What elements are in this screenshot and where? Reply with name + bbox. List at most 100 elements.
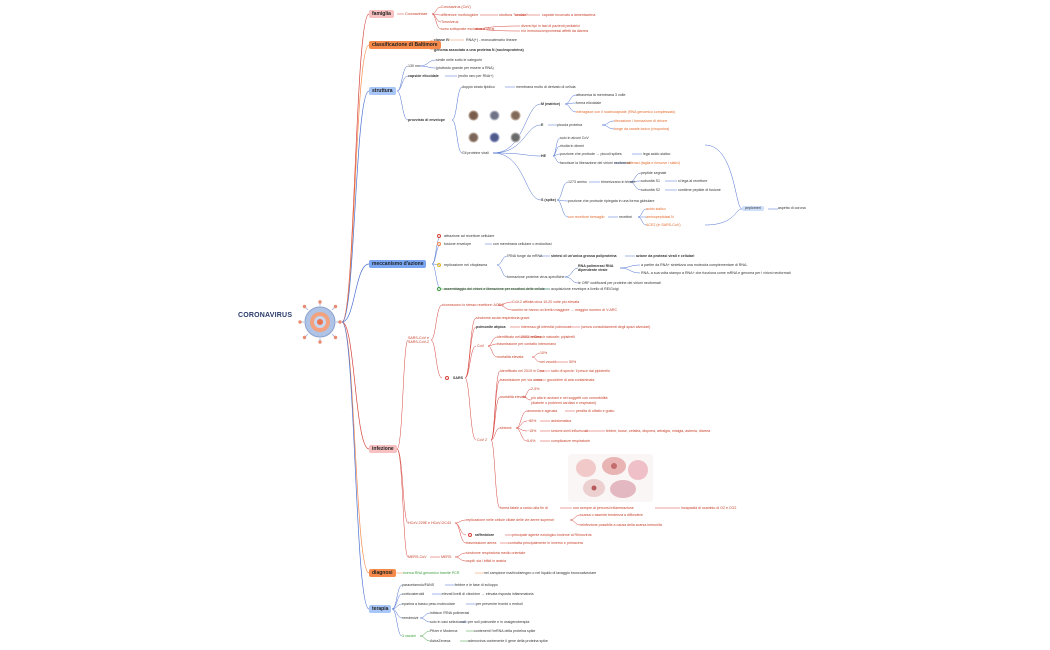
virion-thumbnail [468, 132, 479, 143]
branch-terapia[interactable]: terapia [369, 605, 392, 613]
node-toro-a: sono sottoposte esclusiva a Virus [441, 27, 495, 31]
node-HE: HE [541, 154, 546, 158]
node-E3: funge da canale ionico (viroporina) [614, 127, 670, 131]
node-m4: assemblaggio dei virioni e liberazione p… [444, 287, 545, 291]
step-icon [437, 242, 441, 246]
node-E2: rilevazione / formazione di virione [614, 119, 668, 123]
root-title: CORONAVIRUS [238, 312, 293, 319]
node-c24: sintomi [500, 426, 512, 430]
node-sars-c1: sindrome acuta respiratoria grave [476, 316, 530, 320]
node-S1c1: contiene peptide di fusione [678, 188, 721, 192]
step-icon [437, 287, 441, 291]
node-S3d: ACE2 (in SARS-CoV) [646, 223, 681, 227]
node-S1b: subunità S1 [641, 179, 660, 183]
node-c21a: salto di specie: il pesce dal pipistrell… [551, 369, 610, 373]
node-morph-b: capside incurvato a lamentaceina [542, 13, 596, 17]
node-S1: 1273 amino [568, 180, 587, 184]
node-c23c: (diabete o problemi cardiaci e respirato… [531, 401, 597, 405]
node-m3b1b: RNA- a sua volta stampo a RNA+ che funzi… [641, 271, 791, 275]
branch-famiglia[interactable]: famiglia [369, 10, 394, 18]
node-t2a: elevati livelli di citochine → elevata r… [442, 592, 534, 596]
node-mers: MERS-CoV [408, 555, 427, 559]
node-c24a1: perdita di olfatto e gusto [576, 409, 615, 413]
virion-thumbnail [510, 132, 521, 143]
branch-meccanismo[interactable]: meccanismo d'azione [369, 260, 427, 268]
node-peplomeri-a: aspetto di corona [778, 206, 806, 210]
node-sars-c2b: (senza consolidamenti degli spazi alveol… [581, 325, 651, 329]
node-v1: Pfizer e Moderna [430, 629, 458, 633]
node-morph: differenze morfologiche [441, 13, 479, 17]
virion-thumbnail [489, 110, 500, 121]
node-m1: attrazione ad recettore cellulare [444, 234, 495, 238]
branch-struttura[interactable]: struttura [369, 87, 396, 95]
step-icon [437, 263, 441, 267]
node-sars-c2a: interessa gli interstizi polmonari [521, 325, 572, 329]
node-HE4: favorisce la liberazione dei virioni neo… [560, 161, 631, 165]
node-toro: Toronivirus [441, 20, 459, 24]
node-cov1: identificato nel 2003 in Cina [497, 335, 542, 339]
branch-diagnosi[interactable]: diagnosi [369, 569, 396, 577]
node-S2: porzione che protrude ripiegata in una f… [568, 199, 655, 203]
warning-icon [445, 376, 449, 380]
node-v1a: contenenti l'mRNA della proteina spike [474, 629, 536, 633]
node-S1c: subunità S2 [641, 188, 660, 192]
node-t4b: solo in casi selezionati [430, 620, 466, 624]
node-m3a2: azione da proteasi virali e cellulari [636, 254, 695, 258]
node-m3b1a: a partire da RNA+ sintetizza una molecol… [641, 263, 748, 267]
node-t3: eparina a basso peso molecolare [402, 602, 455, 606]
node-c22a: goccioline di aria contaminata [547, 378, 595, 382]
node-cov2-group: CoV 2 [477, 438, 487, 442]
node-t1: paracetamolo/FANS [402, 583, 435, 587]
virion-thumbnail [468, 110, 479, 121]
node-h2a: principale agente eziologico insieme ai … [512, 533, 592, 537]
node-peplomeri: peplomeri [742, 206, 764, 211]
node-E1: piccola proteina [557, 123, 583, 127]
node-ace2-b: uomini ne hanno un livello maggiore → ma… [512, 308, 618, 312]
node-c23a: 2-5% [531, 387, 540, 391]
node-h1: replicazione nelle cellule ciliate delle… [466, 518, 555, 522]
node-h2: raffreddore [475, 533, 495, 537]
branch-baltimore[interactable]: classificazione di Baltimore [369, 41, 441, 49]
node-m3a1: sintesi di un'unica grossa poliproteina [551, 254, 617, 258]
node-c24b: ~80% [527, 419, 537, 423]
node-cov3: mortalità elevata [497, 355, 524, 359]
node-ace2-a: CoV-2 affinità circa 10-20 volte più ele… [512, 300, 580, 304]
warning-icon [468, 533, 472, 537]
node-sars: SARS [453, 376, 463, 380]
node-c25: forma fatale a carico alla fin di [500, 506, 548, 510]
node-cov3a: 10% [540, 351, 548, 355]
node-M: M (matrice) [541, 102, 561, 106]
node-t1a: febbre e le fase di sviluppo [455, 583, 498, 587]
node-E: E [541, 123, 544, 127]
node-m3b2: le ORF codificanti per proteine dei viri… [578, 281, 661, 285]
node-c25a: non sempre ai percorsi infiammazione [573, 506, 634, 510]
node-m2: fusione envelope [444, 242, 472, 246]
node-vaccines: 3 vaccini [402, 634, 416, 638]
node-cov3c: 50% [569, 360, 577, 364]
node-c23: mortalità elevata [500, 395, 527, 399]
node-size-b: (piuttosto grande per essere a RNA) [436, 66, 494, 70]
node-env-b: membrana molto di derivato di cellula [516, 85, 576, 89]
virion-thumbnail [510, 110, 521, 121]
node-c24d1: complicanze respiratorie [551, 439, 590, 443]
node-pcr: ricerca RNA genomico tramite PCR [403, 571, 460, 575]
node-M1: attraversa la membrana 3 volte [576, 93, 626, 97]
node-c21: identificato nel 2019 in Cina [500, 369, 545, 373]
node-env-a: doppio strato lipidico [462, 85, 495, 89]
node-c24b1: asintomatica [551, 419, 572, 423]
node-class-a: RNA(+) - monocatenario lineare [466, 38, 517, 42]
node-h1a: scarsa o assente tendenza a diffondere [580, 513, 643, 517]
lung-illustration [568, 454, 653, 502]
node-cov: CoV [477, 344, 484, 348]
node-t4a: inibisce l'RNA polimerasi [430, 611, 470, 615]
node-cov1a: reservoir naturale: pipistrelli [531, 335, 575, 339]
node-ace2: riconoscono lo stesso recettore: ACE 2 [442, 303, 504, 307]
branch-infezione[interactable]: infezione [369, 445, 397, 453]
node-h1b: reinfezione possibile a causa della scar… [580, 523, 662, 527]
node-cov: Coronavirus (CoV) [441, 5, 471, 9]
node-v2: AstraZeneca [430, 639, 451, 643]
node-M3: interagisce con il nucleocapside (RNA ge… [576, 110, 676, 114]
node-c22: trasmissione per via aerea [500, 378, 543, 382]
node-family-name: Coronaviridae [405, 12, 428, 16]
node-S1a: trimerizzano in trimeri [601, 180, 636, 184]
